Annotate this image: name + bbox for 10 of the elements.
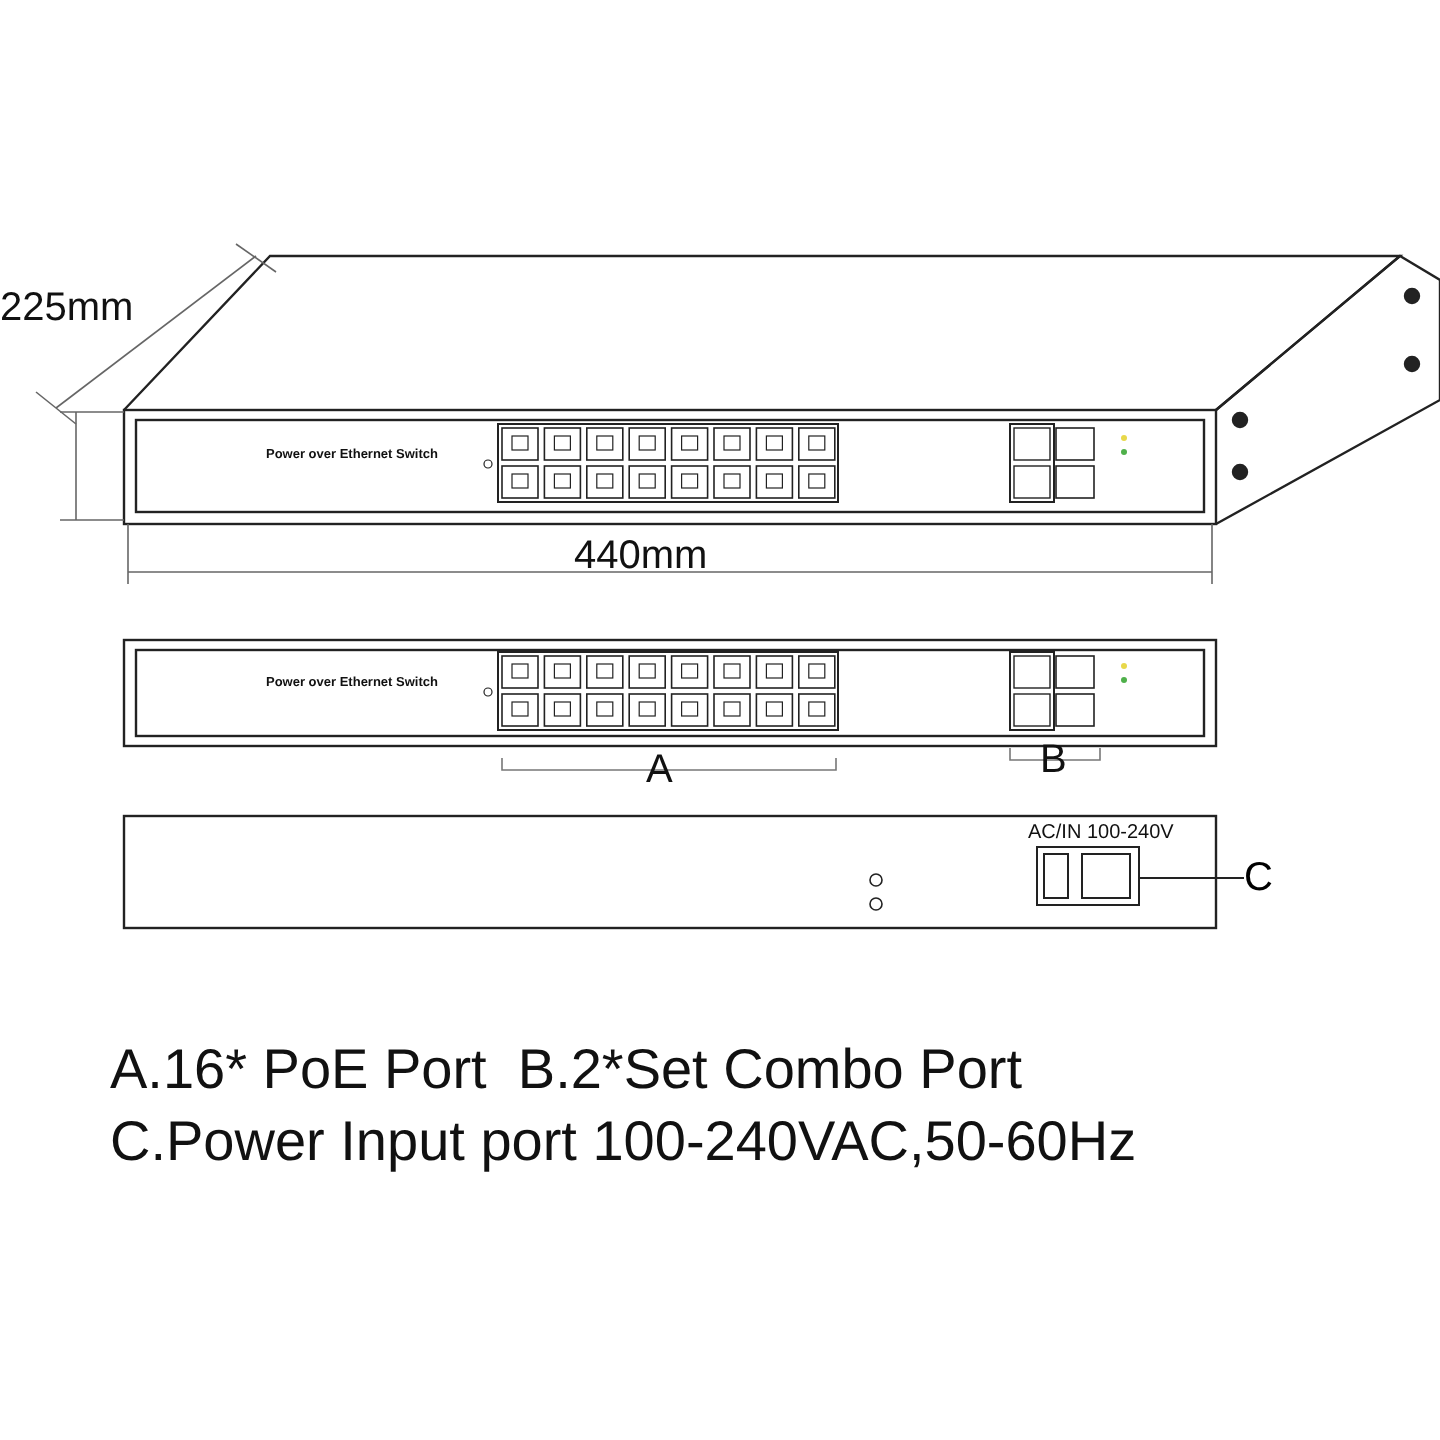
power-socket bbox=[1036, 846, 1140, 906]
callout-letter: C bbox=[1244, 854, 1275, 904]
leader-line bbox=[1139, 877, 1245, 879]
callout-letter: B bbox=[1040, 738, 1067, 782]
callout-letter: A bbox=[646, 748, 673, 792]
rating-label: AC/IN 100-240V bbox=[1028, 822, 1174, 844]
dimension-label: 440mm bbox=[574, 534, 708, 578]
legend-note: A.16* PoE Port B.2*Set Combo Port bbox=[110, 1040, 1023, 1102]
dimension-label: 225mm bbox=[0, 286, 134, 330]
legend-note: C.Power Input port 100-240VAC,50-60Hz bbox=[110, 1112, 1137, 1174]
